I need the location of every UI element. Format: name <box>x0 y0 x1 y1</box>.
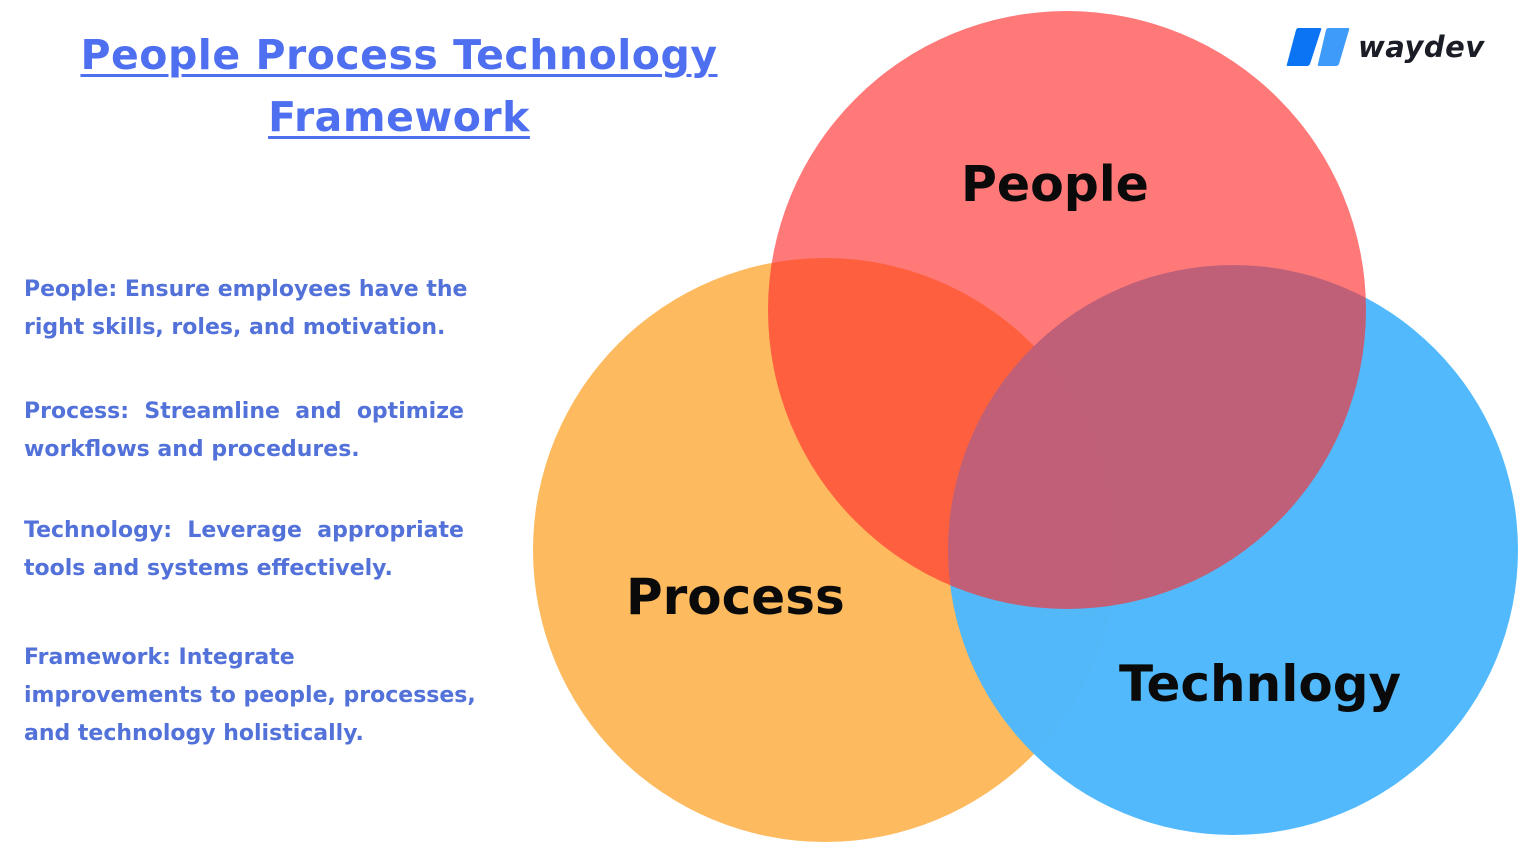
description-framework-line-1: Framework: Integrate <box>24 645 295 670</box>
description-people-line-2: right skills, roles, and motivation. <box>24 315 446 340</box>
description-technology-line-1: Technology: Leverage appropriate <box>24 518 464 543</box>
description-process-line-1: Process: Streamline and optimize <box>24 399 464 424</box>
waydev-slashes-icon <box>1286 28 1350 66</box>
description-technology: Technology: Leverage appropriate tools a… <box>24 512 513 588</box>
description-people-line-1: People: Ensure employees have the <box>24 277 468 302</box>
description-process-line-2: workflows and procedures. <box>24 437 360 462</box>
people-label: People <box>961 156 1149 213</box>
description-framework-line-3: and technology holistically. <box>24 721 364 746</box>
description-people: People: Ensure employees have the right … <box>24 271 513 347</box>
technology-label: Technlogy <box>1119 655 1402 713</box>
description-process: Process: Streamline and optimize workflo… <box>24 393 513 469</box>
title-line-1: People Process Technology <box>80 31 718 79</box>
page-title: People Process Technology Framework <box>0 24 798 148</box>
description-framework-line-2: improvements to people, processes, <box>24 683 476 708</box>
description-technology-line-2: tools and systems effectively. <box>24 556 393 581</box>
process-label: Process <box>626 568 845 626</box>
people-circle <box>768 11 1366 609</box>
logo-wordmark: waydev <box>1358 30 1485 64</box>
title-line-2: Framework <box>268 93 530 141</box>
waydev-logo: waydev <box>1286 26 1485 68</box>
description-framework: Framework: Integrate improvements to peo… <box>24 639 524 753</box>
